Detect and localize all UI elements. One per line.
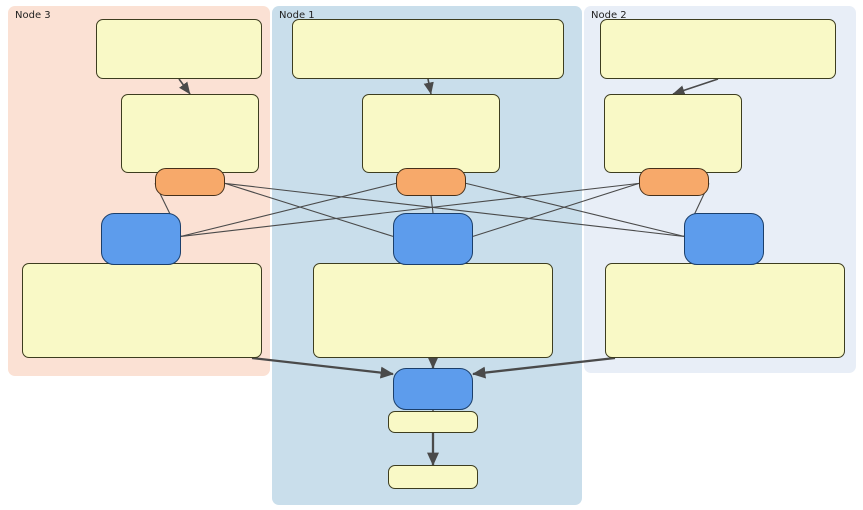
node-region-label-node2: Node 2 bbox=[591, 10, 627, 21]
processor-aggregator8[interactable] bbox=[313, 263, 553, 358]
processor-tablereader1[interactable] bbox=[600, 19, 836, 79]
router-unord7[interactable] bbox=[684, 213, 764, 265]
processor-response[interactable] bbox=[388, 465, 478, 489]
router-hash3[interactable] bbox=[155, 168, 225, 196]
router-unord8[interactable] bbox=[393, 213, 473, 265]
processor-aggregator4[interactable] bbox=[604, 94, 742, 173]
processor-aggregator6[interactable] bbox=[22, 263, 262, 358]
router-hash5[interactable] bbox=[396, 168, 466, 196]
node-region-label-node3: Node 3 bbox=[15, 10, 51, 21]
processor-aggregator7[interactable] bbox=[605, 263, 845, 358]
router-unord9[interactable] bbox=[393, 368, 473, 410]
node-region-label-node1: Node 1 bbox=[279, 10, 315, 21]
processor-tablereader2[interactable] bbox=[292, 19, 564, 79]
processor-aggregator5[interactable] bbox=[362, 94, 500, 173]
router-hash4[interactable] bbox=[639, 168, 709, 196]
processor-aggregator3[interactable] bbox=[121, 94, 259, 173]
router-unord6[interactable] bbox=[101, 213, 181, 265]
processor-noop9[interactable] bbox=[388, 411, 478, 433]
processor-tablereader0[interactable] bbox=[96, 19, 262, 79]
